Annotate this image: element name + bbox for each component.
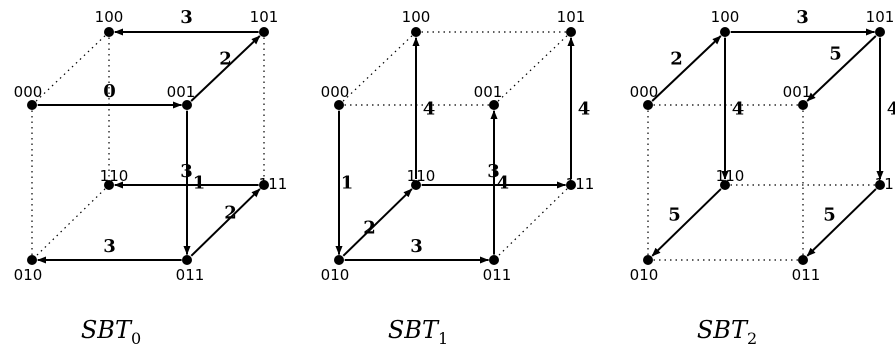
node-label-110: 110 — [100, 167, 129, 185]
caption-main: SBT — [697, 316, 749, 344]
edge-label: 4 — [497, 173, 510, 194]
tree-edge-001-101 — [190, 35, 261, 102]
caption-main: SBT — [81, 316, 133, 344]
node-011 — [798, 255, 808, 265]
node-011 — [489, 255, 499, 265]
edge-label: 2 — [670, 49, 683, 70]
caption-main: SBT — [388, 316, 440, 344]
cube-edge-dotted — [338, 31, 417, 106]
node-label-011: 011 — [792, 266, 821, 284]
cube-edge-dotted — [493, 31, 572, 106]
edge-label: 3 — [180, 161, 193, 182]
edge-label: 1 — [193, 173, 206, 194]
node-label-110: 110 — [716, 167, 745, 185]
diagram-caption: SBT0 — [81, 316, 141, 348]
tree-edge-110-010 — [651, 188, 722, 257]
edge-label: 3 — [796, 7, 809, 28]
node-label-011: 011 — [176, 266, 205, 284]
node-010 — [643, 255, 653, 265]
edge-label: 3 — [410, 236, 423, 257]
node-000 — [643, 100, 653, 110]
node-label-011: 011 — [483, 266, 512, 284]
edge-label: 5 — [829, 44, 842, 65]
node-label-101: 101 — [250, 8, 279, 26]
edge-label: 1 — [341, 173, 354, 194]
node-101 — [875, 27, 885, 37]
cube-diagram-sbt2: 2354455100101000001110111010011SBT2 — [630, 7, 895, 348]
node-label-000: 000 — [321, 83, 350, 101]
node-label-001: 001 — [783, 83, 812, 101]
node-001 — [489, 100, 499, 110]
edge-label: 5 — [668, 205, 681, 226]
node-110 — [104, 180, 114, 190]
node-label-100: 100 — [711, 8, 740, 26]
node-label-010: 010 — [14, 266, 43, 284]
node-000 — [27, 100, 37, 110]
cube-edge-dotted — [31, 184, 110, 261]
node-label-001: 001 — [167, 83, 196, 101]
edge-label: 2 — [363, 218, 376, 239]
edge-label: 2 — [219, 49, 232, 70]
diagram-caption: SBT1 — [388, 316, 448, 348]
node-label-000: 000 — [630, 83, 659, 101]
node-110 — [411, 180, 421, 190]
node-100 — [411, 27, 421, 37]
node-000 — [334, 100, 344, 110]
node-011 — [182, 255, 192, 265]
diagram-caption: SBT2 — [697, 316, 757, 348]
node-111 — [566, 180, 576, 190]
edge-label: 5 — [823, 205, 836, 226]
edge-label: 3 — [103, 236, 116, 257]
node-label-111: 111 — [259, 175, 288, 193]
node-001 — [182, 100, 192, 110]
node-label-010: 010 — [630, 266, 659, 284]
node-001 — [798, 100, 808, 110]
node-label-001: 001 — [474, 83, 503, 101]
edge-label: 3 — [180, 7, 193, 28]
caption-subscript: 2 — [747, 329, 757, 348]
caption-subscript: 1 — [438, 329, 448, 348]
edge-label: 4 — [423, 99, 436, 120]
node-010 — [334, 255, 344, 265]
cube-edge-dotted — [493, 184, 572, 261]
node-101 — [566, 27, 576, 37]
cube-edge-dotted — [31, 31, 110, 106]
node-label-000: 000 — [14, 83, 43, 101]
tree-edge-101-001 — [806, 35, 877, 102]
node-label-101: 101 — [557, 8, 586, 26]
node-label-111: 111 — [875, 175, 895, 193]
edge-label: 4 — [887, 99, 895, 120]
node-100 — [720, 27, 730, 37]
node-label-100: 100 — [402, 8, 431, 26]
node-111 — [259, 180, 269, 190]
node-111 — [875, 180, 885, 190]
node-label-100: 100 — [95, 8, 124, 26]
node-label-111: 111 — [566, 175, 595, 193]
caption-subscript: 0 — [131, 329, 141, 348]
node-label-101: 101 — [866, 8, 895, 26]
edge-label: 4 — [578, 99, 591, 120]
cube-diagram-sbt1: 4412334100101000001110111010011SBT1 — [321, 8, 595, 348]
tree-edge-011-111 — [190, 188, 261, 257]
node-label-110: 110 — [407, 167, 436, 185]
edge-label: 4 — [732, 99, 745, 120]
edge-label: 0 — [103, 81, 116, 102]
node-110 — [720, 180, 730, 190]
tree-edge-010-110 — [342, 188, 413, 257]
tree-edge-000-100 — [651, 35, 722, 102]
node-100 — [104, 27, 114, 37]
node-101 — [259, 27, 269, 37]
node-010 — [27, 255, 37, 265]
edge-label: 2 — [224, 203, 237, 224]
tree-edge-111-011 — [806, 188, 877, 257]
node-label-010: 010 — [321, 266, 350, 284]
